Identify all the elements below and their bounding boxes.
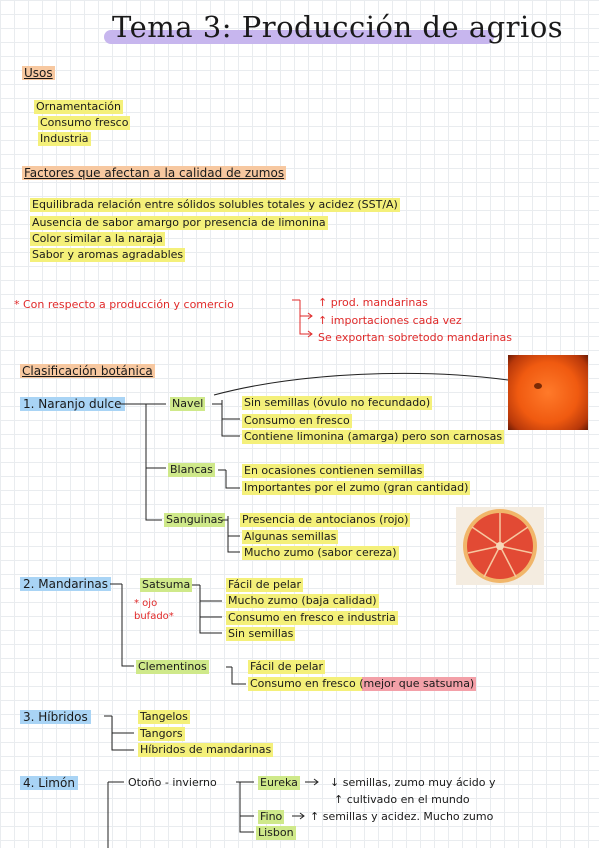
- clementinos-item-1: Fácil de pelar: [248, 660, 326, 674]
- comercio-item-1: ↑ prod. mandarinas: [318, 296, 428, 309]
- naranjo-label: 1. Naranjo dulce: [20, 397, 125, 411]
- page-title: Tema 3: Producción de agrios: [112, 10, 564, 44]
- comercio-item-3: Se exportan sobretodo mandarinas: [318, 331, 513, 344]
- limon-season: Otoño - invierno: [128, 776, 217, 789]
- navel-item-1: Sin semillas (óvulo no fecundado): [242, 396, 433, 410]
- hibridos-item-1: Tangelos: [138, 710, 190, 724]
- satsuma-item-2: Mucho zumo (baja calidad): [226, 594, 379, 608]
- usos-item-2: Consumo fresco: [38, 116, 131, 130]
- mandarinas-label: 2. Mandarinas: [20, 577, 112, 591]
- fino-label: Fino: [258, 810, 285, 824]
- clementinos-item-2: Consumo en fresco (mejor que satsuma): [248, 677, 477, 691]
- navel-item-2: Consumo en fresco: [242, 414, 352, 428]
- hibridos-item-3: Híbridos de mandarinas: [138, 743, 274, 757]
- factores-item-4: Sabor y aromas agradables: [30, 248, 186, 262]
- sanguinas-item-1: Presencia de antocianos (rojo): [240, 513, 411, 527]
- limon-label: 4. Limón: [20, 776, 78, 790]
- fino-desc: ↑ semillas y acidez. Mucho zumo: [310, 810, 494, 823]
- factores-heading: Factores que afectan a la calidad de zum…: [22, 166, 287, 180]
- blood-orange-slice-icon: [463, 509, 537, 583]
- blood-orange-photo: [456, 507, 544, 585]
- orange-photo: [508, 355, 588, 430]
- satsuma-item-1: Fácil de pelar: [226, 578, 304, 592]
- blancas-item-2: Importantes por el zumo (gran cantidad): [242, 481, 471, 495]
- satsuma-note: * ojo bufado*: [134, 598, 174, 622]
- eureka-desc-2: ↑ cultivado en el mundo: [334, 793, 470, 806]
- sanguinas-label: Sanguinas: [164, 513, 226, 527]
- comercio-label: * Con respecto a producción y comercio: [14, 298, 234, 311]
- factores-item-2: Ausencia de sabor amargo por presencia d…: [30, 216, 328, 230]
- factores-item-1: Equilibrada relación entre sólidos solub…: [30, 198, 400, 212]
- blancas-label: Blancas: [168, 463, 215, 477]
- hibridos-label: 3. Híbridos: [20, 710, 91, 724]
- satsuma-label: Satsuma: [140, 578, 193, 592]
- sanguinas-item-3: Mucho zumo (sabor cereza): [242, 546, 399, 560]
- lisbon-label: Lisbon: [256, 826, 296, 840]
- navel-item-3: Contiene limonina (amarga) pero son carn…: [242, 430, 505, 444]
- clementinos-label: Clementinos: [136, 660, 209, 674]
- satsuma-item-3: Consumo en fresco e industria: [226, 611, 398, 625]
- usos-item-1: Ornamentación: [34, 100, 124, 114]
- blancas-item-1: En ocasiones contienen semillas: [242, 464, 425, 478]
- navel-label: Navel: [170, 397, 206, 411]
- factores-item-3: Color similar a la naraja: [30, 232, 165, 246]
- eureka-desc-1: ↓ semillas, zumo muy ácido y: [330, 776, 496, 789]
- hibridos-item-2: Tangors: [138, 727, 185, 741]
- clasificacion-heading: Clasificación botánica: [20, 364, 155, 378]
- eureka-label: Eureka: [258, 776, 300, 790]
- satsuma-item-4: Sin semillas: [226, 627, 296, 641]
- usos-item-3: Industria: [38, 132, 91, 146]
- usos-heading: Usos: [22, 66, 55, 80]
- comercio-item-2: ↑ importaciones cada vez: [318, 314, 462, 327]
- title-highlight: [104, 30, 494, 44]
- sanguinas-item-2: Algunas semillas: [242, 530, 339, 544]
